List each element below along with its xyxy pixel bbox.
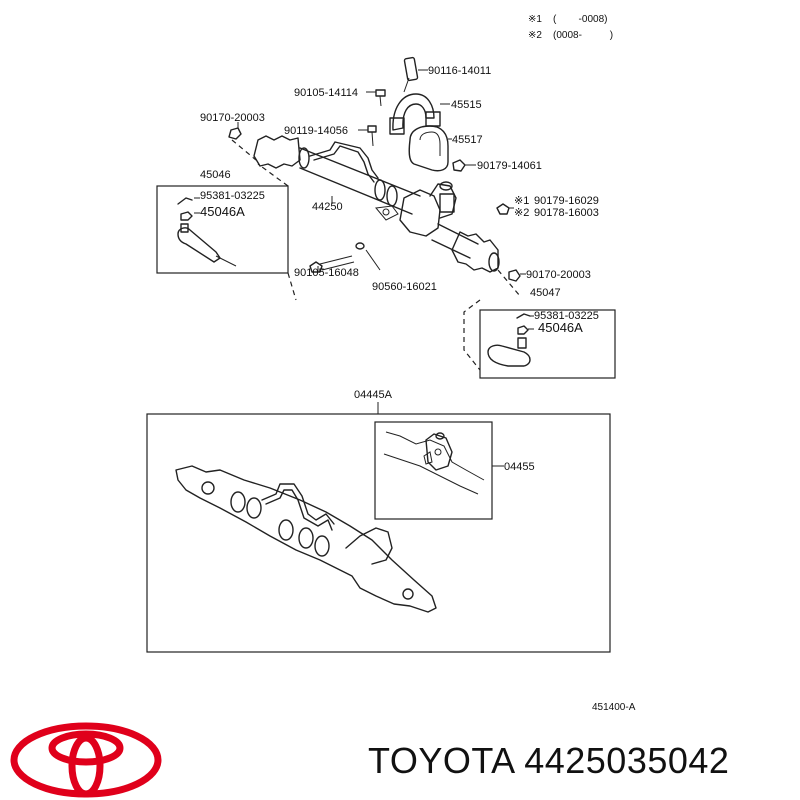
note-2-range: (0008- ) — [553, 30, 613, 41]
bolt-90116-14011-drawing — [403, 56, 428, 93]
label-04445A: 04445A — [354, 389, 393, 401]
toyota-logo-icon — [10, 722, 162, 798]
label-90105-14114: 90105-14114 — [294, 87, 358, 99]
steering-rack-44250-drawing — [253, 135, 500, 273]
diagram-code: 451400-A — [592, 702, 636, 713]
label-95381-03225-right: 95381-03225 — [534, 310, 599, 322]
label-90179-14061: 90179-14061 — [477, 160, 542, 172]
bolt-90119-14056-drawing — [358, 125, 377, 147]
label-90119-14056: 90119-14056 — [284, 125, 348, 137]
mark-1: ※1 — [514, 195, 529, 207]
label-90178-16003: 90178-16003 — [534, 207, 599, 219]
tie-rod-end-45047-box — [479, 309, 616, 379]
tie-rod-end-right-drawing — [487, 313, 534, 367]
bolt-90105-14114-drawing — [366, 89, 386, 107]
label-45515: 45515 — [451, 99, 482, 111]
nut-90179-16029-drawing — [496, 203, 514, 215]
housing-kit-04445A-box — [146, 413, 611, 653]
nut-90170-20003-right-drawing — [508, 269, 526, 282]
nut-90179-14061-drawing — [452, 159, 476, 172]
rack-housing-drawing — [175, 465, 437, 613]
label-90170-20003-top: 90170-20003 — [200, 112, 265, 124]
nut-90170-20003-drawing — [228, 122, 242, 140]
label-45517: 45517 — [452, 134, 483, 146]
label-90116-14011: 90116-14011 — [428, 65, 491, 77]
label-90560-16021: 90560-16021 — [372, 281, 437, 293]
part-number: 4425035042 — [524, 740, 730, 781]
label-90105-16048: 90105-16048 — [294, 267, 359, 279]
detail-04455-drawing — [383, 431, 504, 495]
mark-2: ※2 — [514, 207, 529, 219]
bolt-90105-16048-drawing — [309, 255, 355, 273]
label-95381-03225-left: 95381-03225 — [200, 190, 265, 202]
label-45047: 45047 — [530, 287, 561, 299]
tie-rod-end-45046-box — [156, 185, 289, 274]
note-2-mark: ※2 — [528, 30, 542, 41]
detail-04455-box — [374, 421, 493, 520]
bracket-45515-drawing — [389, 93, 450, 135]
label-45046A-right: 45046A — [538, 320, 583, 335]
brand-name: TOYOTA — [368, 740, 514, 781]
label-45046: 45046 — [200, 169, 231, 181]
label-44250: 44250 — [312, 201, 343, 213]
tie-rod-end-left-drawing — [177, 197, 237, 267]
label-04455: 04455 — [504, 461, 535, 473]
notes-legend: ※1 ( -0008) ※2 (0008- ) — [528, 14, 613, 41]
note-1-range: ( -0008) — [553, 14, 607, 25]
brand-line: TOYOTA 4425035042 — [368, 740, 729, 782]
label-45046A-left: 45046A — [200, 204, 245, 219]
washer-90560-16021-drawing — [355, 242, 381, 271]
label-90170-20003-right: 90170-20003 — [526, 269, 591, 281]
bushing-45517-drawing — [408, 125, 452, 172]
note-1-mark: ※1 — [528, 14, 542, 25]
label-90179-16029: 90179-16029 — [534, 195, 599, 207]
